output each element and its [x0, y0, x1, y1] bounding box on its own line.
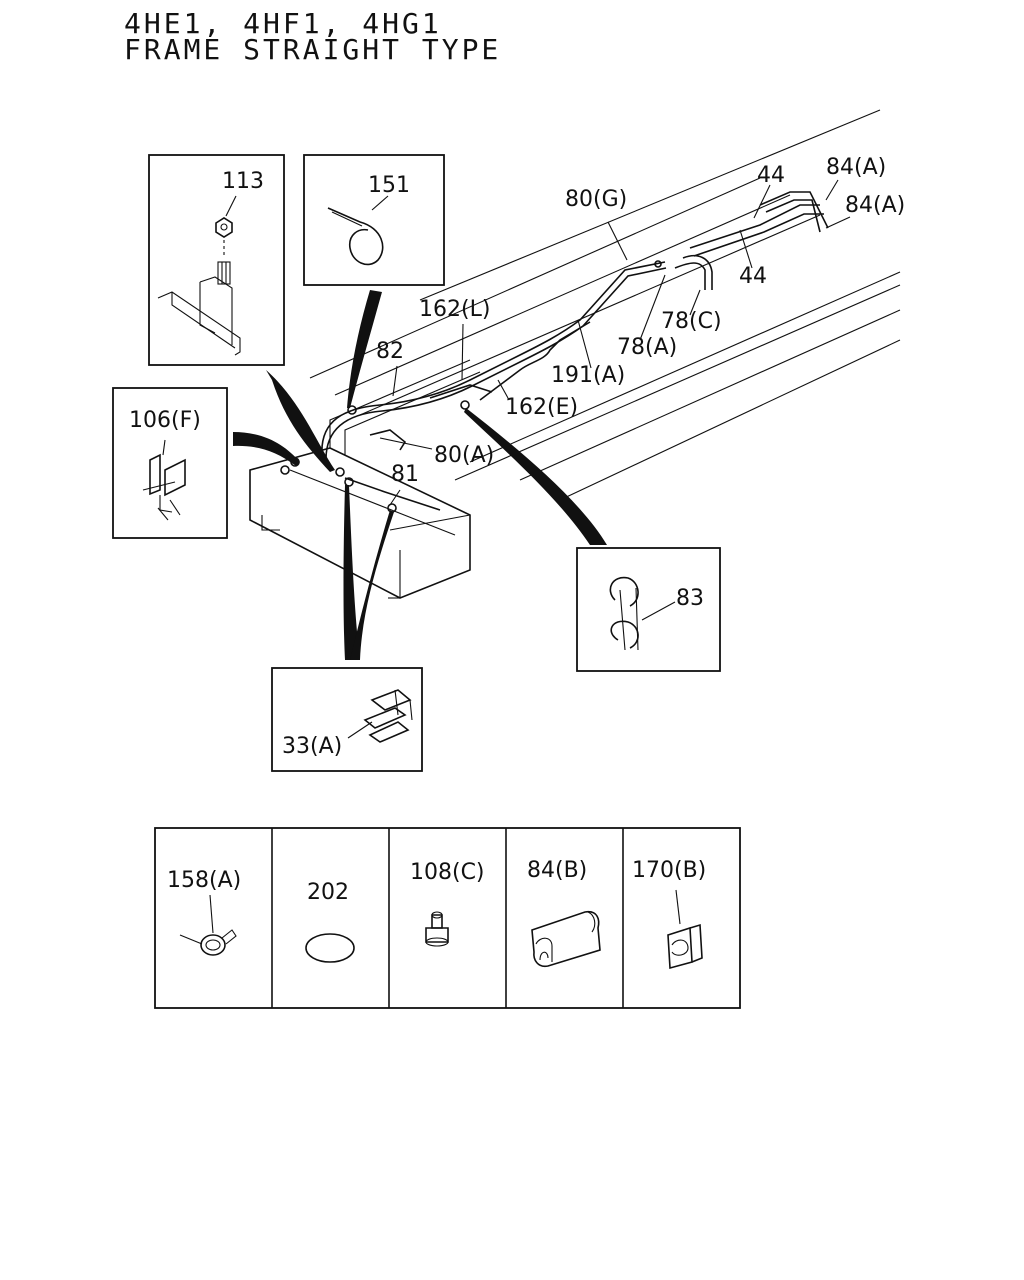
callout-leaders — [379, 179, 851, 506]
callout-33a: 33(A) — [282, 734, 342, 759]
callout-44-upper: 44 — [757, 163, 785, 188]
edge-trim-icon — [531, 910, 601, 968]
frame-rail-assembly — [249, 109, 901, 599]
detail-box-83 — [576, 547, 721, 672]
detail-box-151 — [303, 154, 445, 286]
callout-82: 82 — [376, 339, 404, 364]
parts-table — [154, 827, 741, 1009]
callout-191a: 191(A) — [551, 363, 625, 388]
parts-table-label-202: 202 — [307, 880, 349, 905]
parts-table-label-158a: 158(A) — [167, 868, 241, 893]
callout-162l: 162(L) — [419, 297, 490, 322]
diagram-title-line-2: FRAME STRAIGHT TYPE — [124, 33, 502, 66]
detail-pointer-wedges — [233, 290, 607, 660]
callout-83: 83 — [676, 586, 704, 611]
callout-44-lower: 44 — [739, 264, 767, 289]
parts-table-label-84b: 84(B) — [527, 858, 587, 883]
callout-162e: 162(E) — [505, 395, 578, 420]
callout-84a-lower: 84(A) — [845, 193, 905, 218]
callout-80a: 80(A) — [434, 443, 494, 468]
callout-labels: 113 151 106(F) 33(A) 83 82 81 80(A) 80(G… — [129, 155, 905, 905]
callout-78c: 78(C) — [661, 309, 722, 334]
callout-151: 151 — [368, 173, 410, 198]
callout-78a: 78(A) — [617, 335, 677, 360]
diagram-title-line-1: 4HE1, 4HF1, 4HG1 — [124, 7, 442, 40]
detail-box-106f — [112, 387, 228, 539]
callout-113: 113 — [222, 169, 264, 194]
callout-80g: 80(G) — [565, 187, 627, 212]
parts-table-label-170b: 170(B) — [632, 858, 706, 883]
clip-pin-icon — [425, 911, 449, 947]
callout-84a-upper: 84(A) — [826, 155, 886, 180]
fuel-pipe-routing — [321, 191, 829, 511]
callout-106f: 106(F) — [129, 408, 201, 433]
grommet-icon — [305, 933, 355, 963]
detail-box-33a — [271, 667, 423, 772]
callout-81: 81 — [391, 462, 419, 487]
parts-table-label-108c: 108(C) — [410, 860, 485, 885]
detail-box-113 — [148, 154, 285, 366]
hose-clamp-icon — [179, 894, 237, 956]
pipe-clip-icon — [667, 889, 703, 970]
